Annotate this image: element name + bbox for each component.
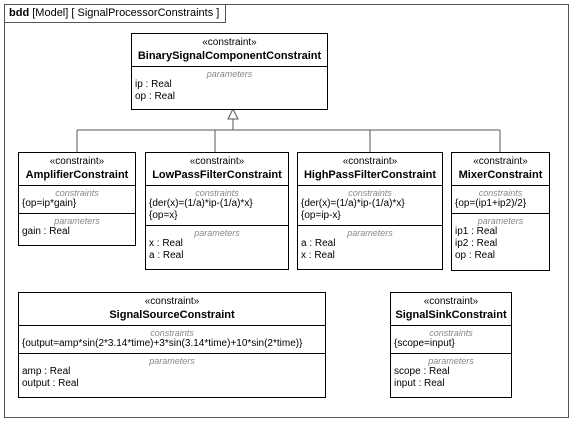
block-name: SignalSourceConstraint bbox=[109, 309, 235, 321]
block-highpass-filter-constraint[interactable]: «constraint» HighPassFilterConstraint co… bbox=[297, 152, 443, 270]
block-name: HighPassFilterConstraint bbox=[303, 169, 437, 181]
parameter-item: ip1 : Real bbox=[455, 226, 498, 237]
parameter-item: scope : Real bbox=[394, 366, 450, 377]
parameters-title: parameters bbox=[428, 356, 474, 366]
parameter-item: ip : Real bbox=[135, 79, 172, 90]
block-name: BinarySignalComponentConstraint bbox=[137, 50, 322, 62]
parameters-compartment: parameters ip1 : Real ip2 : Real op : Re… bbox=[452, 214, 549, 265]
parameter-item: x : Real bbox=[301, 250, 335, 261]
constraint-item: {der(x)=(1/a)*ip-(1/a)*x} bbox=[301, 198, 405, 209]
block-binary-signal-component-constraint[interactable]: «constraint» BinarySignalComponentConstr… bbox=[131, 33, 328, 110]
constraints-title: constraints bbox=[429, 328, 473, 338]
constraints-compartment: constraints {scope=input} bbox=[391, 326, 511, 354]
constraints-compartment: constraints {op=(ip1+ip2)/2} bbox=[452, 186, 549, 214]
constraints-title: constraints bbox=[478, 188, 523, 198]
diagram-frame: bdd [Model] [ SignalProcessorConstraints… bbox=[4, 4, 569, 418]
constraint-item: {op=ip-x} bbox=[301, 210, 341, 221]
parameters-title: parameters bbox=[206, 69, 253, 79]
constraints-compartment: constraints {output=amp*sin(2*3.14*time)… bbox=[19, 326, 325, 354]
block-name: SignalSinkConstraint bbox=[395, 309, 507, 321]
parameters-title: parameters bbox=[194, 228, 240, 238]
block-header: «constraint» HighPassFilterConstraint bbox=[298, 153, 442, 186]
block-mixer-constraint[interactable]: «constraint» MixerConstraint constraints… bbox=[451, 152, 550, 271]
stereotype-label: «constraint» bbox=[49, 156, 105, 167]
parameters-compartment: parameters x : Real a : Real bbox=[146, 226, 288, 265]
constraints-title: constraints bbox=[195, 188, 239, 198]
block-signal-sink-constraint[interactable]: «constraint» SignalSinkConstraint constr… bbox=[390, 292, 512, 398]
constraint-item: {op=(ip1+ip2)/2} bbox=[455, 198, 527, 209]
block-header: «constraint» SignalSinkConstraint bbox=[391, 293, 511, 326]
block-lowpass-filter-constraint[interactable]: «constraint» LowPassFilterConstraint con… bbox=[145, 152, 289, 270]
constraint-item: {output=amp*sin(2*3.14*time)+3*sin(3.14*… bbox=[22, 338, 303, 349]
block-header: «constraint» SignalSourceConstraint bbox=[19, 293, 325, 326]
parameters-title: parameters bbox=[477, 216, 524, 226]
block-header: «constraint» LowPassFilterConstraint bbox=[146, 153, 288, 186]
block-name: AmplifierConstraint bbox=[25, 169, 129, 181]
block-header: «constraint» AmplifierConstraint bbox=[19, 153, 135, 186]
stereotype-label: «constraint» bbox=[342, 156, 398, 167]
block-amplifier-constraint[interactable]: «constraint» AmplifierConstraint constra… bbox=[18, 152, 136, 246]
block-name: MixerConstraint bbox=[458, 169, 543, 181]
constraints-title: constraints bbox=[55, 188, 99, 198]
constraint-item: {op=ip*gain} bbox=[22, 198, 77, 209]
parameter-item: op : Real bbox=[455, 250, 496, 261]
parameters-compartment: parameters a : Real x : Real bbox=[298, 226, 442, 265]
parameter-item: gain : Real bbox=[22, 226, 70, 237]
constraints-compartment: constraints {der(x)=(1/a)*ip-(1/a)*x} {o… bbox=[146, 186, 288, 226]
frame-header: bdd [Model] [ SignalProcessorConstraints… bbox=[5, 5, 227, 23]
frame-name: [ SignalProcessorConstraints ] bbox=[71, 7, 220, 19]
block-name: LowPassFilterConstraint bbox=[152, 169, 282, 181]
stereotype-label: «constraint» bbox=[144, 296, 200, 307]
stereotype-label: «constraint» bbox=[423, 296, 479, 307]
parameters-compartment: parameters ip : Real op : Real bbox=[132, 67, 327, 106]
frame-context: [Model] bbox=[32, 7, 69, 19]
block-signal-source-constraint[interactable]: «constraint» SignalSourceConstraint cons… bbox=[18, 292, 326, 398]
parameter-item: op : Real bbox=[135, 91, 176, 102]
generalization-arrowhead bbox=[227, 107, 239, 120]
parameters-compartment: parameters amp : Real output : Real bbox=[19, 354, 325, 393]
constraints-compartment: constraints {der(x)=(1/a)*ip-(1/a)*x} {o… bbox=[298, 186, 442, 226]
stereotype-label: «constraint» bbox=[189, 156, 245, 167]
constraints-compartment: constraints {op=ip*gain} bbox=[19, 186, 135, 214]
block-header: «constraint» BinarySignalComponentConstr… bbox=[132, 34, 327, 67]
parameter-item: x : Real bbox=[149, 238, 183, 249]
stereotype-label: «constraint» bbox=[202, 37, 257, 48]
parameters-compartment: parameters scope : Real input : Real bbox=[391, 354, 511, 393]
constraint-item: {der(x)=(1/a)*ip-(1/a)*x} bbox=[149, 198, 253, 209]
parameter-item: a : Real bbox=[301, 238, 336, 249]
stereotype-label: «constraint» bbox=[473, 156, 528, 167]
parameter-item: output : Real bbox=[22, 378, 79, 389]
parameter-item: ip2 : Real bbox=[455, 238, 498, 249]
parameters-title: parameters bbox=[347, 228, 393, 238]
parameter-item: input : Real bbox=[394, 378, 445, 389]
frame-kind: bdd bbox=[9, 7, 30, 19]
constraints-title: constraints bbox=[150, 328, 194, 338]
block-header: «constraint» MixerConstraint bbox=[452, 153, 549, 186]
parameter-item: a : Real bbox=[149, 250, 184, 261]
parameters-title: parameters bbox=[54, 216, 100, 226]
parameters-compartment: parameters gain : Real bbox=[19, 214, 135, 241]
parameter-item: amp : Real bbox=[22, 366, 71, 377]
constraint-item: {scope=input} bbox=[394, 338, 455, 349]
constraint-item: {op=x} bbox=[149, 210, 178, 221]
parameters-title: parameters bbox=[149, 356, 195, 366]
constraints-title: constraints bbox=[348, 188, 392, 198]
